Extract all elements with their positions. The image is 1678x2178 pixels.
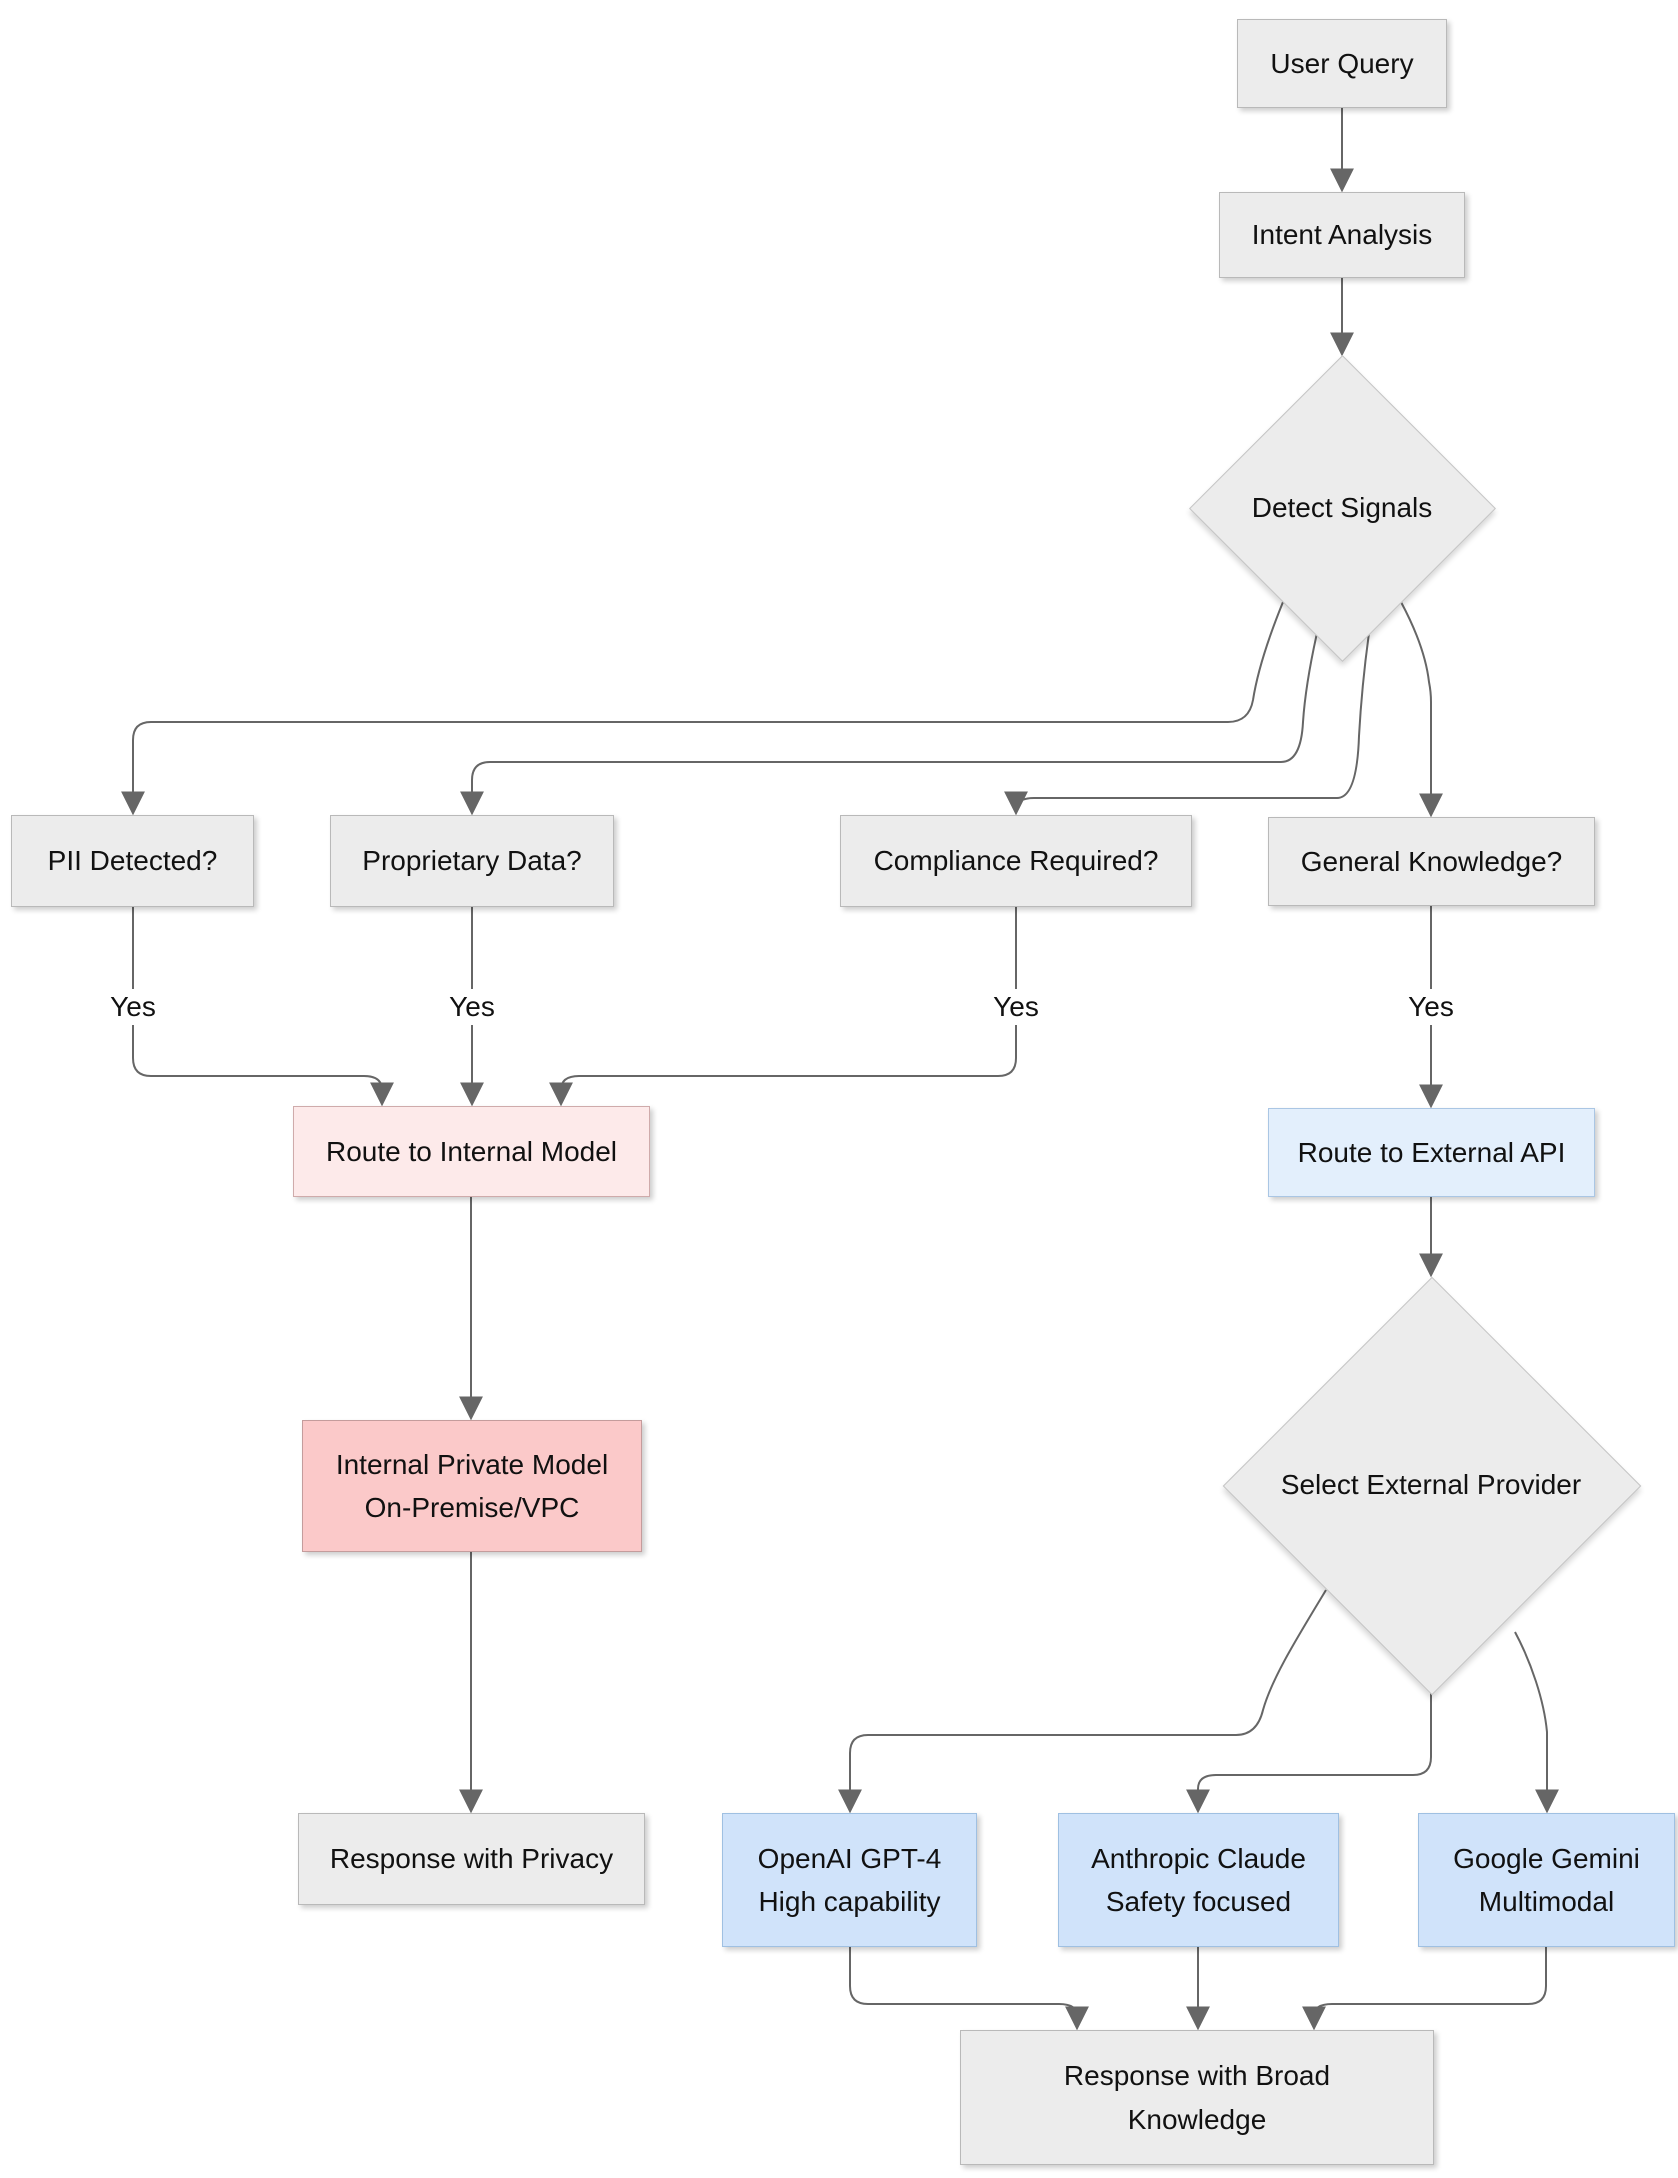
node-openai-gpt4: OpenAI GPT-4 High capability [722, 1813, 977, 1947]
node-google-gemini-line2: Multimodal [1478, 1886, 1615, 1917]
node-route-internal-label: Route to Internal Model [325, 1135, 618, 1167]
node-pii-detected-label: PII Detected? [47, 845, 218, 877]
node-anthropic-claude-line2: Safety focused [1105, 1886, 1292, 1917]
node-compliance-required: Compliance Required? [840, 815, 1192, 907]
node-proprietary-data: Proprietary Data? [330, 815, 614, 907]
edge-compliance-yes [549, 907, 1017, 1107]
node-general-knowledge-label: General Knowledge? [1300, 845, 1563, 877]
node-response-broad-line1: Response with Broad [1063, 2060, 1331, 2092]
edge-label-general-yes: Yes [1400, 989, 1462, 1025]
node-anthropic-claude-line1: Anthropic Claude [1091, 1842, 1306, 1874]
node-openai-gpt4-line1: OpenAI GPT-4 [757, 1842, 942, 1874]
node-anthropic-claude: Anthropic Claude Safety focused [1058, 1813, 1339, 1947]
node-user-query-label: User Query [1270, 47, 1414, 79]
node-proprietary-data-label: Proprietary Data? [362, 845, 582, 877]
node-intent-analysis: Intent Analysis [1219, 192, 1465, 278]
node-response-privacy-label: Response with Privacy [329, 1843, 614, 1875]
node-user-query: User Query [1237, 19, 1447, 108]
edge-select-to-gemini [1514, 1631, 1559, 1814]
node-intent-analysis-label: Intent Analysis [1251, 219, 1433, 251]
decision-detect-signals-label: Detect Signals [1251, 492, 1433, 523]
edge-select-to-anthropic [1186, 1693, 1432, 1814]
edge-openai-to-broad [849, 1947, 1089, 2031]
edge-detect-to-general [1400, 601, 1443, 818]
node-route-external: Route to External API [1268, 1108, 1595, 1197]
edge-label-proprietary-yes: Yes [441, 989, 503, 1025]
edge-label-pii-yes: Yes [102, 989, 164, 1025]
node-response-broad-line2: Knowledge [1127, 2103, 1267, 2135]
edge-label-compliance-yes: Yes [985, 989, 1047, 1025]
node-route-external-label: Route to External API [1297, 1136, 1566, 1168]
node-google-gemini-line1: Google Gemini [1453, 1842, 1640, 1874]
edge-detect-to-pii [121, 601, 1284, 816]
node-general-knowledge: General Knowledge? [1268, 817, 1595, 906]
node-response-privacy: Response with Privacy [298, 1813, 645, 1905]
node-pii-detected: PII Detected? [11, 815, 254, 907]
node-openai-gpt4-line2: High capability [758, 1886, 941, 1917]
edge-detect-to-proprietary [460, 632, 1318, 816]
edge-pii-yes [132, 907, 394, 1107]
node-google-gemini: Google Gemini Multimodal [1418, 1813, 1675, 1947]
edge-gemini-to-broad [1302, 1947, 1547, 2031]
decision-select-provider-label: Select External Provider [1280, 1469, 1582, 1500]
edge-detect-to-compliance [1004, 632, 1370, 816]
node-compliance-required-label: Compliance Required? [873, 845, 1159, 877]
node-route-internal: Route to Internal Model [293, 1106, 650, 1197]
node-internal-private-model-line2: On-Premise/VPC [364, 1492, 580, 1523]
node-response-broad: Response with Broad Knowledge [960, 2030, 1434, 2165]
edge-select-to-openai [838, 1589, 1327, 1814]
node-internal-private-model-line1: Internal Private Model [335, 1448, 609, 1480]
node-internal-private-model: Internal Private Model On-Premise/VPC [302, 1420, 642, 1552]
